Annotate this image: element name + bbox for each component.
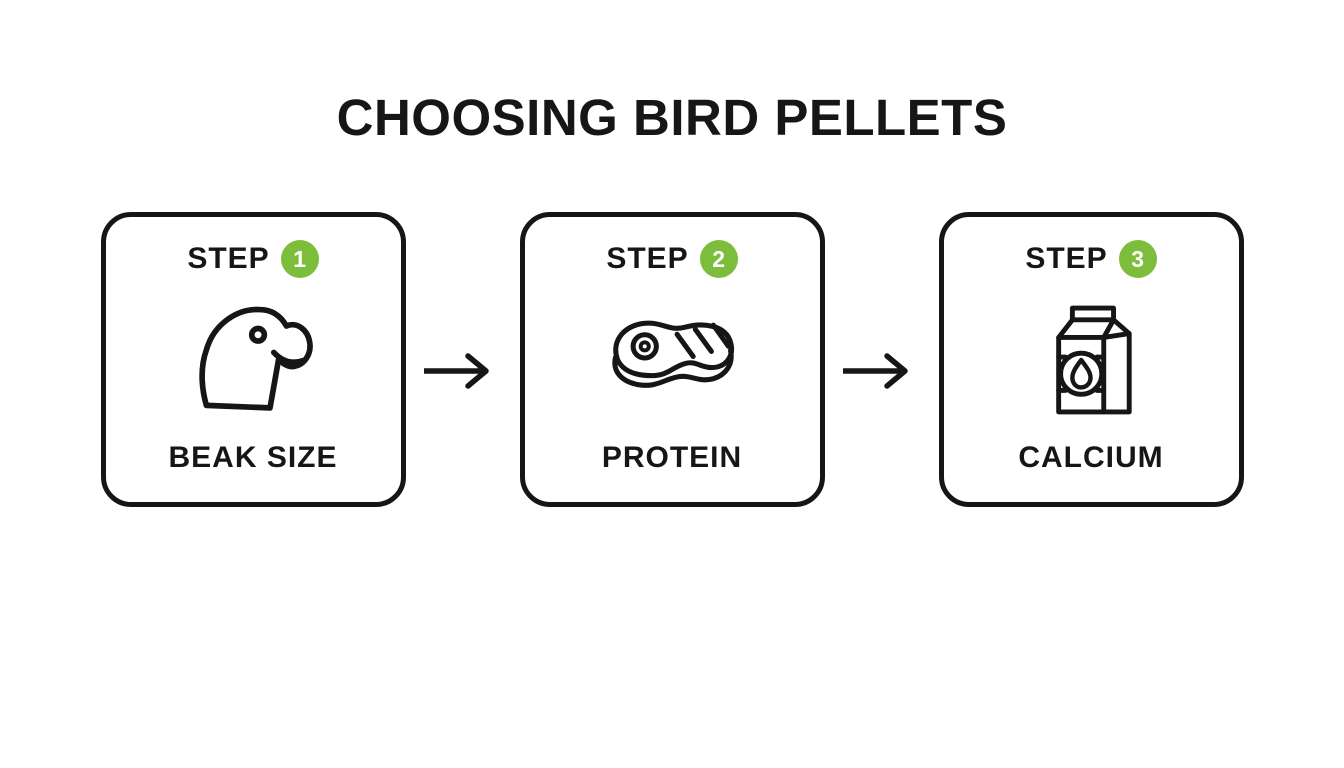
step-number-badge: 1 bbox=[280, 240, 319, 278]
steak-icon bbox=[525, 278, 820, 441]
page-title: CHOOSING BIRD PELLETS bbox=[336, 89, 1008, 146]
parrot-head-icon bbox=[106, 278, 401, 441]
step-header: STEP 1 bbox=[187, 240, 319, 278]
milk-carton-icon bbox=[944, 278, 1239, 441]
step-label: STEP bbox=[1025, 242, 1108, 275]
step-number-badge: 2 bbox=[699, 240, 738, 278]
step-topic-label: BEAK SIZE bbox=[168, 441, 338, 474]
step-header: STEP 3 bbox=[1025, 240, 1157, 278]
step-card-protein: STEP 2 PROTEIN bbox=[519, 212, 825, 507]
step-header: STEP 2 bbox=[606, 240, 738, 278]
step-label: STEP bbox=[606, 242, 689, 275]
step-topic-label: CALCIUM bbox=[1018, 441, 1164, 474]
right-arrow-icon bbox=[825, 349, 939, 393]
step-card-calcium: STEP 3 CALCIUM bbox=[938, 212, 1244, 507]
step-label: STEP bbox=[187, 242, 270, 275]
step-number-badge: 3 bbox=[1118, 240, 1157, 278]
step-topic-label: PROTEIN bbox=[601, 441, 743, 474]
step-card-beak-size: STEP 1 BEAK SIZE bbox=[100, 212, 406, 507]
right-arrow-icon bbox=[406, 349, 520, 393]
steps-row: STEP 1 BEAK SIZE STEP 2 bbox=[0, 212, 1344, 507]
